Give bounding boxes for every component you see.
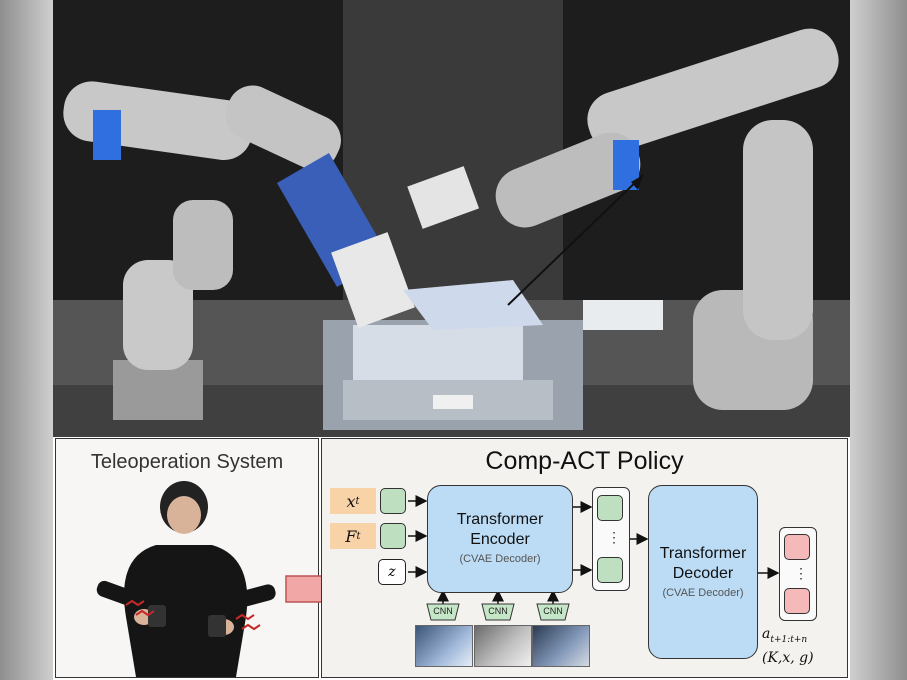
ellipsis: ⋮ [794,565,808,581]
camera-image-2 [474,625,532,667]
input-z: z [378,559,406,585]
transformer-decoder: Transformer Decoder (CVAE Decoder) [648,485,758,659]
token-x [380,488,406,514]
robot-setup-photo [53,0,850,437]
right-gray-margin [850,0,907,680]
operator-illustration [96,481,276,677]
encoder-output-token [597,495,623,521]
cnn-block: CNN [535,603,571,621]
cnn-block: CNN [480,603,516,621]
output-actions-label: at+1:t+n (K,x, g) [762,626,814,666]
action-output-stack: ⋮ [779,527,817,621]
policy-arrows [408,495,780,605]
teleoperation-title: Teleoperation System [90,451,284,473]
figure: Teleoperation System Comp-ACT Policy [53,0,850,680]
action-token [784,534,810,560]
policy-title: Comp-ACT Policy [485,447,684,475]
ellipsis: ⋮ [607,529,621,545]
token-f [380,523,406,549]
camera-image-3 [532,625,590,667]
left-gray-margin [0,0,53,680]
transformer-encoder: Transformer Encoder (CVAE Decoder) [427,485,573,593]
cnn-block: CNN [425,603,461,621]
action-token [784,588,810,614]
teleoperation-panel: Teleoperation System [55,438,319,678]
encoder-output-stack: ⋮ [592,487,630,591]
camera-image-1 [415,625,473,667]
encoder-output-token [597,557,623,583]
